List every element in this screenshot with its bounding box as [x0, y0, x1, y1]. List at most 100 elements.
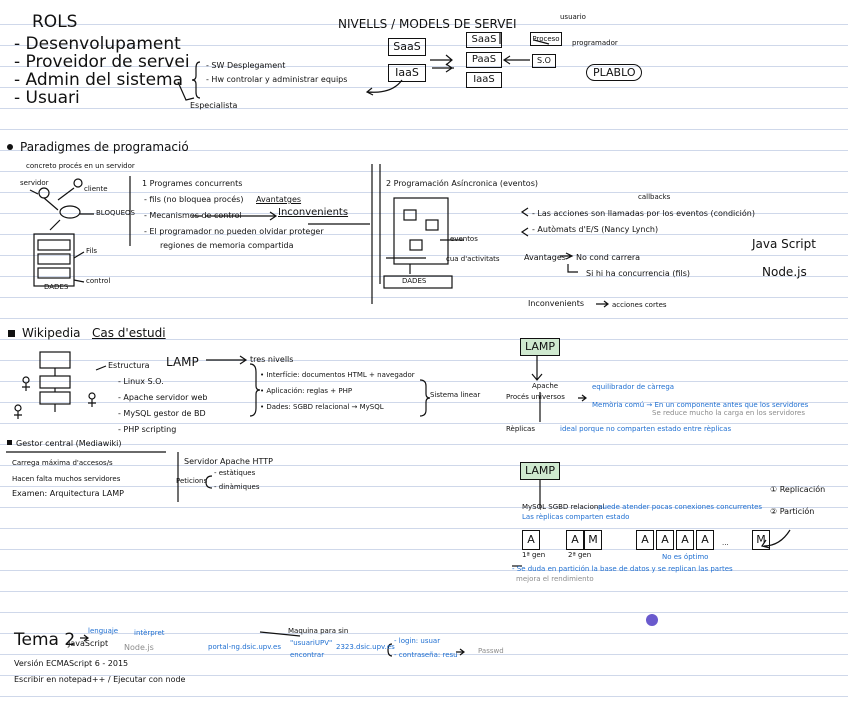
mysql: - MySQL gestor de BD [118, 409, 206, 418]
accions-curtes: acciones cortes [612, 301, 667, 309]
estatiques: - estàtiques [214, 469, 256, 477]
sistema-linear: Sistema linear [430, 391, 481, 399]
box-m-1: M [584, 530, 602, 550]
tema-node: Node.js [124, 643, 154, 652]
saas-left-box: SaaS [388, 38, 426, 56]
lenguaje-label: lenguaje [88, 627, 119, 635]
wikipedia-title: Wikipedia [22, 326, 81, 340]
paradigmes-title: Paradigmes de programació [20, 140, 189, 154]
proceso-box: Proceso [530, 32, 562, 46]
version: Versión ECMAScript 6 - 2015 [14, 659, 129, 668]
apache: - Apache servidor web [118, 393, 208, 402]
box-a-1: A [522, 530, 540, 550]
box-a-5: A [676, 530, 694, 550]
dots: ... [722, 539, 729, 547]
linux: - Linux S.O. [118, 377, 164, 386]
encontrar: encontrar [290, 651, 325, 659]
reduce-carga: Se reduce mucho la carga en los servidor… [652, 409, 806, 417]
control-label: control [86, 277, 111, 285]
paradigmes-sub: concreto procés en un servidor [26, 162, 135, 170]
p2: 2 Programación Asíncronica (eventos) [386, 179, 538, 188]
cua-label: cua d'activitats [446, 255, 500, 263]
memoria-comu: Memòria comú → En un componente antes qu… [592, 401, 809, 409]
no-optimo: No es óptimo [662, 553, 709, 561]
rols-especialista: Especialista [190, 101, 238, 110]
cas-estudi: Cas d'estudi [92, 326, 166, 340]
rols-hw: - Hw controlar y administrar equips [206, 75, 348, 84]
rols-sw: - SW Desplegament [206, 61, 286, 70]
mysql-blue-note: puede atender pocas conexiones concurren… [598, 503, 763, 511]
av1: No cond carrera [576, 253, 641, 262]
ip-address: 2323.dsic.upv.es [336, 643, 395, 651]
dades2-label: DADES [402, 277, 427, 285]
mysql-relacional: MySQL SGBD relacional [522, 503, 605, 511]
js-label: Java Script [752, 237, 816, 251]
bloqueos-label: BLOQUEOS [96, 209, 135, 217]
usuari-upv: "usuariUPV" [290, 639, 333, 647]
ventatges: Avantatges [256, 195, 302, 204]
gen-2: 2ª gen [568, 551, 592, 559]
usuari-label: usuario [560, 13, 586, 21]
equilibrador: equilibrador de càrrega [592, 383, 675, 391]
servidor-label: servidor [20, 179, 49, 187]
node-label: Node.js [762, 265, 807, 279]
callbacks: callbacks [638, 193, 671, 201]
av2: Si hi ha concurrencia (fils) [586, 269, 691, 278]
hacen-falta: Hacen falta muchos servidores [12, 475, 121, 483]
password-field: - contraseña: resu [394, 651, 458, 659]
portal-url: portal-ng.dsic.upv.es [208, 643, 281, 651]
box-a-2: A [566, 530, 584, 550]
fils-label: Fils [86, 247, 98, 255]
login: - login: usuar [394, 637, 441, 645]
p1d: regiones de memoria compartida [160, 241, 294, 250]
replicas-label: Rèplicas [506, 425, 535, 433]
eventos-label: eventos [450, 235, 478, 243]
p1: 1 Programes concurrents [142, 179, 243, 188]
nivell-1: • Interfície: documentos HTML + navegado… [260, 371, 415, 379]
rols-item: - Desenvolupament [14, 34, 181, 54]
maquina: Maquina para sin [288, 627, 349, 635]
cliente-label: cliente [84, 185, 108, 193]
nivells-title: NIVELLS / MODELS DE SERVEI [338, 17, 517, 31]
rols-item: - Proveidor de servei [14, 52, 190, 72]
mejora-rendimiento: mejora el rendimiento [516, 575, 594, 583]
nivell-3: • Dades: SGBD relacional → MySQL [260, 403, 384, 411]
rols-item: - Usuari [14, 88, 80, 108]
particion: ② Partición [770, 507, 815, 516]
carrega: Carrega máxima d'accesos/s [12, 459, 113, 467]
p1c: - El programador no pueden olvidar prote… [144, 227, 324, 236]
tema-title: Tema 2 [14, 630, 76, 650]
p1a: - fils (no bloquea procés) [144, 195, 244, 204]
acc1: - Las acciones son llamadas por los even… [532, 209, 755, 218]
inconv2: Inconvenients [528, 299, 585, 308]
servidor-apache: Servidor Apache HTTP [184, 457, 273, 466]
peticions: Peticions [176, 477, 208, 485]
box-a-6: A [696, 530, 714, 550]
pablo-badge: PLABLO [586, 64, 643, 81]
dades-label: DADES [44, 283, 69, 291]
dinamiques: - dinàmiques [214, 483, 260, 491]
saas-box: SaaS [466, 32, 502, 48]
box-m-2: M [752, 530, 770, 550]
escribir: Escribir en notepad++ / Ejecutar con nod… [14, 675, 186, 684]
acc2: - Autòmats d'E/S (Nancy Lynch) [532, 225, 659, 234]
proces-universos: Procés universos [506, 393, 565, 401]
rols-item: - Admin del sistema [14, 70, 184, 90]
gestor-central: Gestor central (Mediawiki) [16, 439, 122, 448]
avatar-icon [646, 614, 658, 626]
iaas-left-box: IaaS [388, 64, 426, 82]
inconvenients: Inconvenients [278, 207, 349, 218]
apache-label: Apache [532, 382, 559, 390]
examen: Examen: Arquitectura LAMP [12, 489, 124, 498]
p1b: - Mecanismes de control [144, 211, 242, 220]
box-a-4: A [656, 530, 674, 550]
lamp-label: LAMP [166, 355, 199, 369]
so-box: S.O [532, 54, 556, 68]
php: - PHP scripting [118, 425, 177, 434]
avantatges: Avantages [524, 253, 566, 262]
estructura: Estructura [108, 361, 150, 370]
tema-js: JavaScript [68, 639, 109, 648]
tres-nivells: tres nivells [250, 355, 294, 364]
